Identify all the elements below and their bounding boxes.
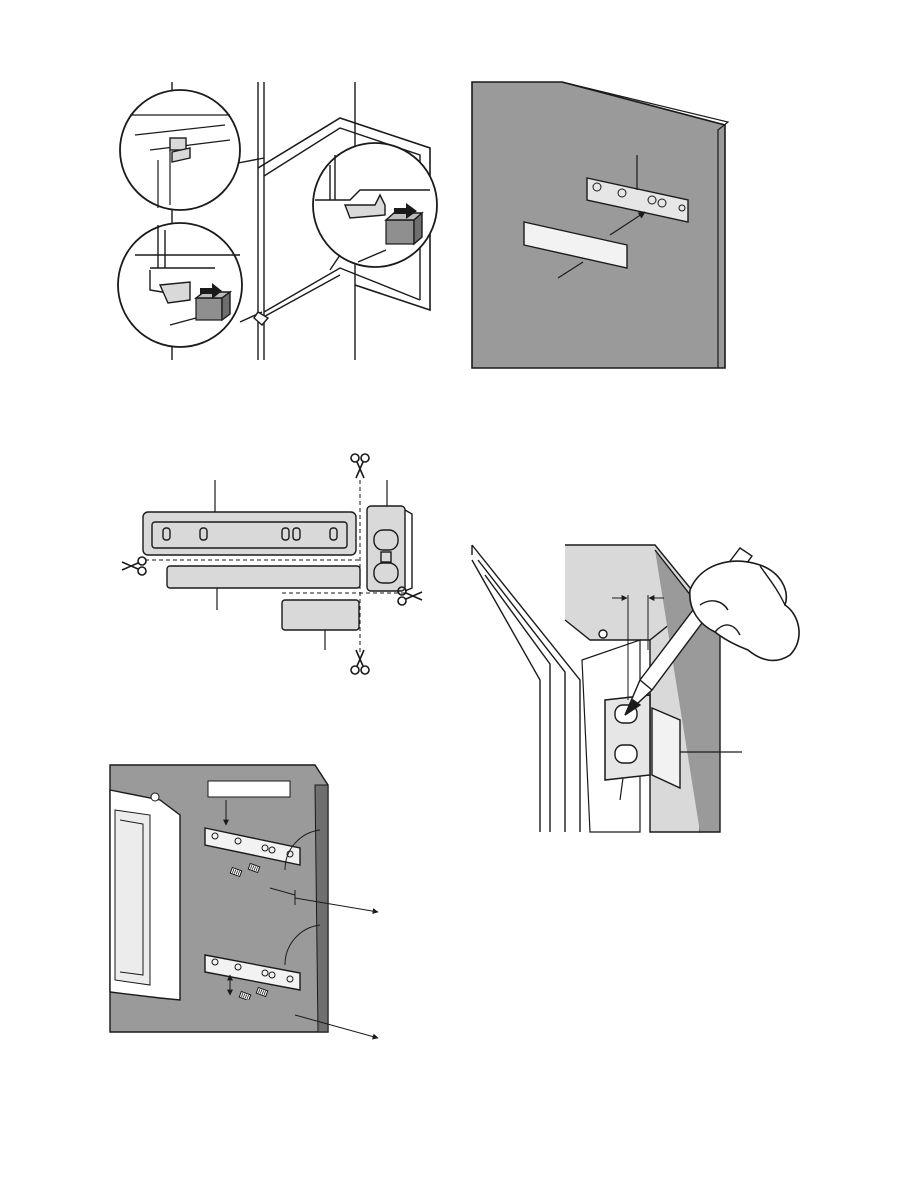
figure-pencil-marking xyxy=(472,545,799,832)
figure-door-hinge-covers xyxy=(118,82,437,360)
figure-bracket-on-panel xyxy=(472,82,728,368)
scissors-icon xyxy=(122,557,146,575)
scissors-icon xyxy=(351,454,369,478)
scissors-icon xyxy=(351,650,369,674)
figure-template-cutting xyxy=(122,454,422,674)
figure-bracket-positions xyxy=(110,765,378,1038)
